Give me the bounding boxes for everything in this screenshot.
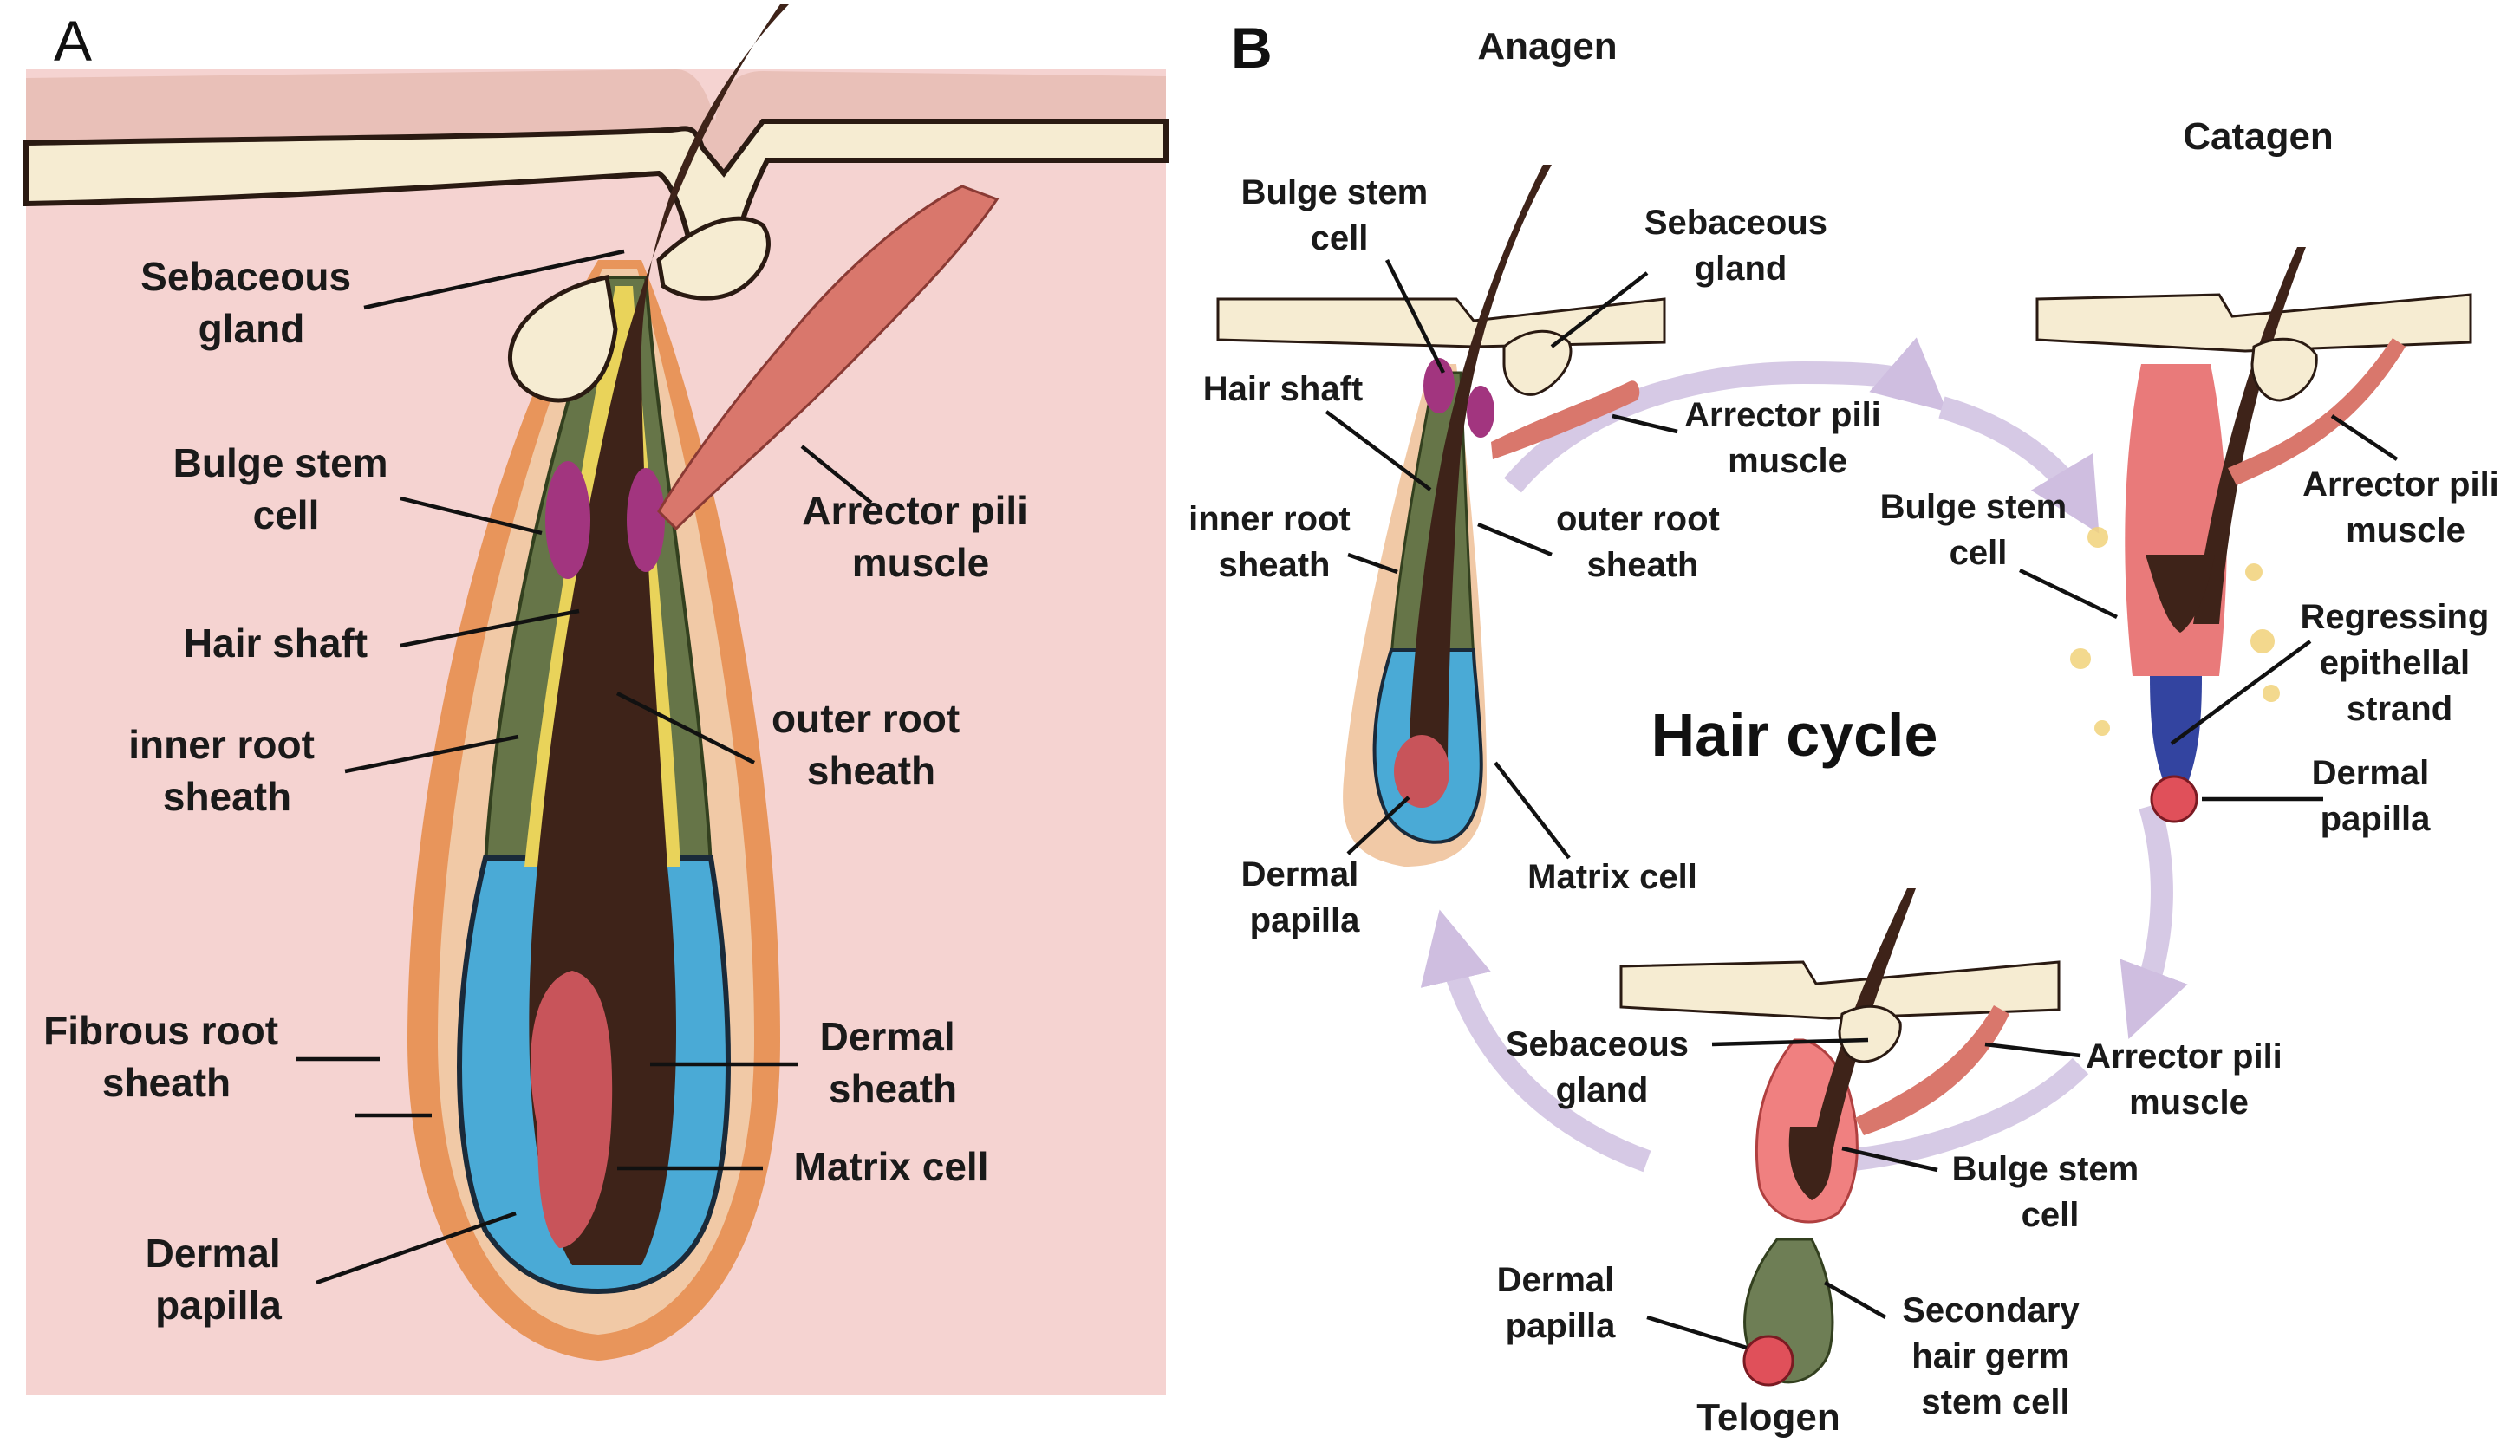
- label-a-hair-shaft: Hair shaft: [184, 621, 368, 666]
- arrector-pili-muscle: [657, 185, 1000, 531]
- epidermis-band: [26, 69, 1166, 173]
- skin-surface-layer: [23, 119, 1169, 263]
- label-anagen-outer-root-sheath: outer root sheath: [1556, 500, 1729, 584]
- bulge-stem-cell-left: [545, 461, 590, 579]
- label-catagen-dermal-papilla: Dermal papilla: [2312, 754, 2439, 838]
- stage-catagen: Catagen: [2183, 115, 2334, 158]
- label-catagen-regressing-epithelial-strand: Regressing epithellal strand: [2301, 598, 2499, 728]
- label-telogen-dermal-papilla: Dermal papilla: [1497, 1261, 1625, 1345]
- stage-telogen: Telogen: [1696, 1396, 1840, 1439]
- label-anagen-bulge-stem-cell: Bulge stem cell: [1241, 173, 1438, 257]
- anagen-leader-lines: [1325, 258, 1678, 860]
- panel-b-letter: B: [1231, 16, 1273, 80]
- dermal-papilla: [531, 971, 613, 1248]
- label-a-outer-root-sheath: outer root sheath: [772, 696, 971, 793]
- label-catagen-bulge-stem-cell: Bulge stem cell: [1880, 488, 2077, 572]
- label-a-matrix-cell: Matrix cell: [794, 1144, 989, 1189]
- label-anagen-hair-shaft: Hair shaft: [1203, 370, 1364, 408]
- label-a-inner-root-sheath: inner root sheath: [128, 722, 325, 819]
- label-telogen-bulge-stem-cell: Bulge stem cell: [1952, 1150, 2149, 1234]
- label-anagen-matrix-cell: Matrix cell: [1527, 858, 1697, 896]
- telogen-follicle: [1619, 888, 2061, 1387]
- label-a-dermal-papilla: Dermal papilla: [146, 1231, 292, 1328]
- catagen-follicle: [2035, 247, 2472, 823]
- label-a-dermal-sheath: Dermal sheath: [820, 1014, 967, 1111]
- label-a-sebaceous-gland: Sebaceous gland: [140, 254, 362, 351]
- label-anagen-arrector-pili-muscle: Arrector pili muscle: [1684, 396, 1891, 480]
- hair-cycle-title: Hair cycle: [1651, 701, 1938, 769]
- panel-a-letter: A: [54, 9, 92, 73]
- label-catagen-arrector-pili-muscle: Arrector pili muscle: [2302, 465, 2509, 549]
- bulge-stem-cell-right: [627, 468, 665, 572]
- label-anagen-sebaceous-gland: Sebaceous gland: [1644, 204, 1837, 288]
- hair-shaft: [529, 4, 789, 1265]
- label-a-bulge-stem-cell: Bulge stem cell: [173, 440, 400, 537]
- stage-anagen: Anagen: [1477, 25, 1617, 68]
- panel-a-leader-lines: [296, 249, 873, 1285]
- sebaceous-gland: [508, 275, 618, 403]
- telogen-leader-lines: [1646, 1037, 2081, 1350]
- label-telogen-arrector-pili-muscle: Arrector pili muscle: [2086, 1037, 2292, 1121]
- catagen-leader-lines: [2019, 414, 2399, 802]
- cycle-arrows: [1420, 337, 2188, 1173]
- label-telogen-secondary-hair-germ-stem-cell: Secondary hair germ stem cell: [1902, 1291, 2089, 1421]
- label-telogen-sebaceous-gland: Sebaceous gland: [1506, 1025, 1698, 1109]
- label-a-arrector-pili-muscle: Arrector pili muscle: [802, 488, 1039, 585]
- sebaceous-gland-right: [656, 216, 771, 301]
- label-anagen-inner-root-sheath: inner root sheath: [1188, 500, 1360, 584]
- panel-b: B Hair cycle Anagen Bulge stem cell: [1188, 16, 2509, 1439]
- label-anagen-dermal-papilla: Dermal papilla: [1241, 855, 1369, 939]
- label-a-fibrous-root-sheath: Fibrous root sheath: [43, 1008, 290, 1105]
- panel-a: A Sebaceous gland Bulge stem cell Hair s…: [23, 4, 1169, 1395]
